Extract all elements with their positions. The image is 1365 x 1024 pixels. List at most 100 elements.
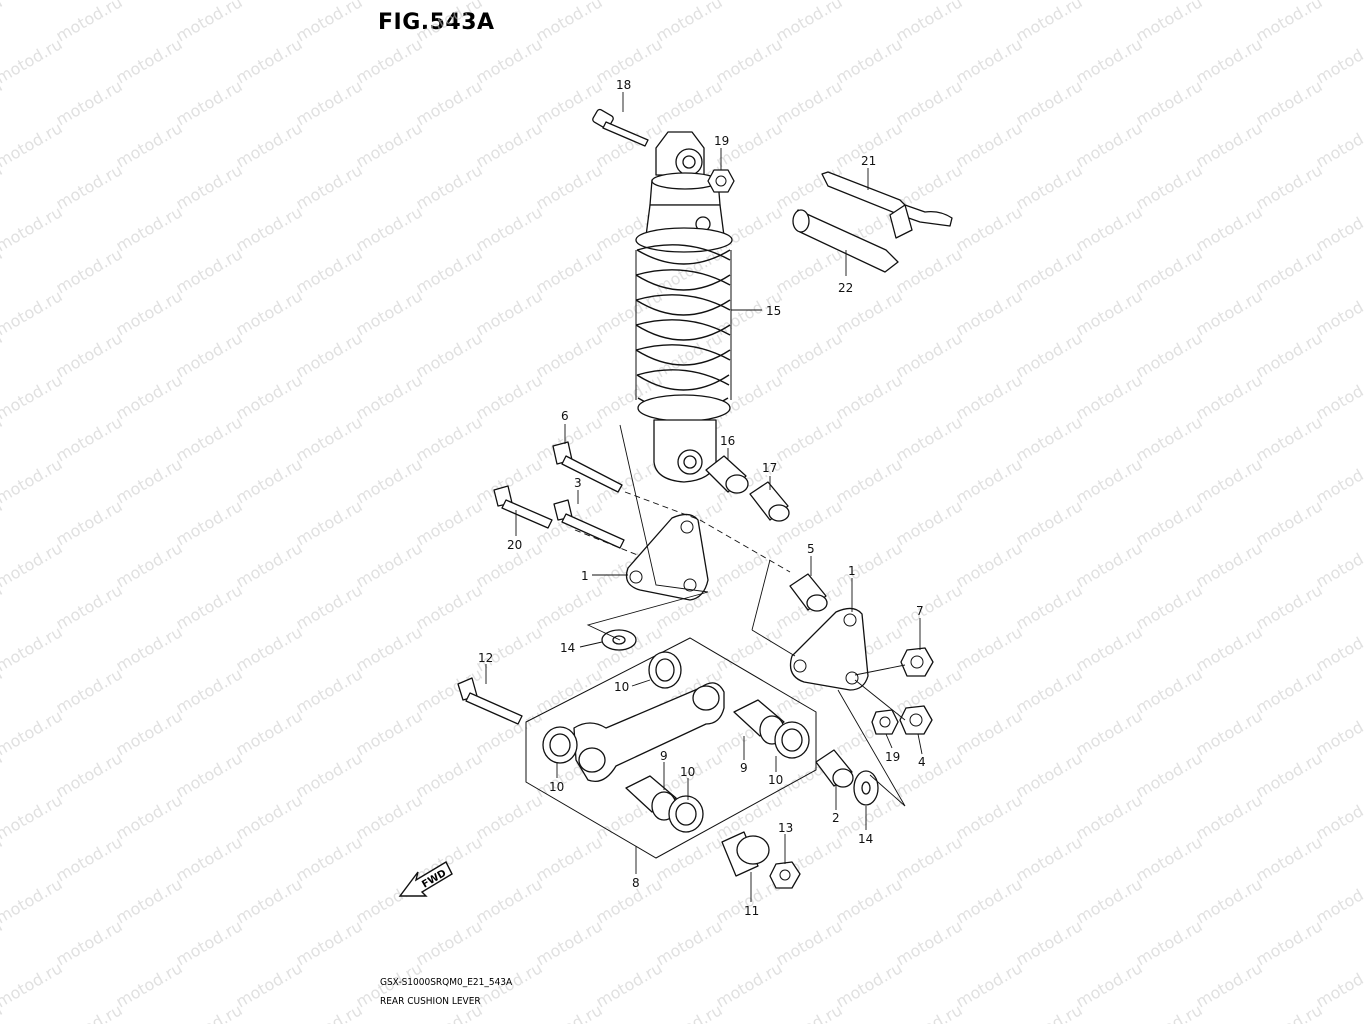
watermark-text: motod.ru: [1073, 958, 1146, 1011]
watermark-text: motod.ru: [293, 496, 366, 549]
watermark-text: motod.ru: [353, 706, 426, 759]
nut-19-top: [707, 169, 735, 193]
callout-19-top: 19: [714, 134, 729, 148]
watermark-text: motod.ru: [1313, 874, 1365, 927]
watermark-text: motod.ru: [53, 916, 126, 969]
watermark-text: motod.ru: [53, 1000, 126, 1024]
watermark-text: motod.ru: [833, 538, 906, 591]
watermark-text: motod.ru: [1013, 832, 1086, 885]
watermark-text: motod.ru: [233, 874, 306, 927]
watermark-text: motod.ru: [413, 580, 486, 633]
watermark-text: motod.ru: [953, 34, 1026, 87]
watermark-text: motod.ru: [713, 958, 786, 1011]
washer-14-right: [853, 770, 879, 806]
watermark-text: motod.ru: [173, 244, 246, 297]
watermark-text: motod.ru: [1193, 34, 1266, 87]
watermark-text: motod.ru: [1193, 958, 1266, 1011]
watermark-text: motod.ru: [1133, 748, 1206, 801]
callout-1-left: 1: [581, 569, 589, 583]
shock-absorber: [635, 131, 733, 483]
watermark-text: motod.ru: [953, 958, 1026, 1011]
watermark-text: motod.ru: [353, 0, 426, 3]
watermark-text: motod.ru: [233, 958, 306, 1011]
watermark-text: motod.ru: [53, 496, 126, 549]
collar-16: [705, 455, 749, 494]
watermark-text: motod.ru: [113, 958, 186, 1011]
watermark-text: motod.ru: [1073, 454, 1146, 507]
watermark-text: motod.ru: [833, 874, 906, 927]
watermark-text: motod.ru: [233, 118, 306, 171]
watermark-text: motod.ru: [113, 202, 186, 255]
watermark-text: motod.ru: [1193, 622, 1266, 675]
watermark-text: motod.ru: [593, 0, 666, 3]
watermark-text: motod.ru: [413, 244, 486, 297]
watermark-text: motod.ru: [1013, 0, 1086, 45]
watermark-text: motod.ru: [833, 34, 906, 87]
watermark-text: motod.ru: [1133, 244, 1206, 297]
watermark-text: motod.ru: [773, 1000, 846, 1024]
watermark-text: motod.ru: [1133, 496, 1206, 549]
watermark-text: motod.ru: [413, 412, 486, 465]
watermark-text: motod.ru: [1313, 958, 1365, 1011]
bushing-10-b: [542, 726, 578, 764]
watermark-text: motod.ru: [1013, 244, 1086, 297]
watermark-text: motod.ru: [1313, 370, 1365, 423]
watermark-text: motod.ru: [353, 622, 426, 675]
watermark-text: motod.ru: [1133, 1000, 1206, 1024]
watermark-text: motod.ru: [1073, 622, 1146, 675]
watermark-text: motod.ru: [473, 0, 546, 3]
watermark-text: motod.ru: [0, 1000, 6, 1024]
watermark-text: motod.ru: [1253, 664, 1326, 717]
watermark-text: motod.ru: [1193, 454, 1266, 507]
watermark-text: motod.ru: [53, 412, 126, 465]
callout-10-a: 10: [614, 680, 629, 694]
watermark-text: motod.ru: [293, 580, 366, 633]
watermark-text: motod.ru: [773, 916, 846, 969]
watermark-text: motod.ru: [893, 916, 966, 969]
watermark-text: motod.ru: [233, 538, 306, 591]
bolt-6: [552, 441, 623, 493]
watermark-text: motod.ru: [0, 958, 66, 1011]
watermark-text: motod.ru: [173, 0, 246, 45]
watermark-text: motod.ru: [1253, 76, 1326, 129]
watermark-text: motod.ru: [293, 76, 366, 129]
callout-16: 16: [720, 434, 735, 448]
watermark-text: motod.ru: [1073, 202, 1146, 255]
figure-title: FIG.543A: [378, 10, 495, 35]
watermark-text: motod.ru: [1313, 286, 1365, 339]
watermark-text: motod.ru: [653, 76, 726, 129]
fwd-arrow-icon: FWD: [398, 861, 453, 897]
watermark-text: motod.ru: [1253, 0, 1326, 45]
bolt-20: [493, 485, 553, 529]
watermark-text: motod.ru: [1253, 832, 1326, 885]
watermark-text: motod.ru: [893, 76, 966, 129]
watermark-text: motod.ru: [833, 0, 906, 3]
callout-8: 8: [632, 876, 640, 890]
watermark-text: motod.ru: [473, 118, 546, 171]
watermark-text: motod.ru: [1253, 580, 1326, 633]
watermark-text: motod.ru: [1313, 538, 1365, 591]
watermark-text: motod.ru: [1193, 370, 1266, 423]
watermark-text: motod.ru: [0, 0, 66, 3]
lever-group-outline: [525, 637, 817, 859]
watermark-text: motod.ru: [113, 622, 186, 675]
watermark-text: motod.ru: [773, 244, 846, 297]
watermark-text: motod.ru: [113, 706, 186, 759]
watermark-text: motod.ru: [1013, 76, 1086, 129]
watermark-text: motod.ru: [1013, 496, 1086, 549]
watermark-text: motod.ru: [893, 748, 966, 801]
watermark-text: motod.ru: [233, 286, 306, 339]
watermark-text: motod.ru: [1013, 1000, 1086, 1024]
watermark-text: motod.ru: [233, 370, 306, 423]
watermark-text: motod.ru: [473, 202, 546, 255]
watermark-text: motod.ru: [1253, 1000, 1326, 1024]
watermark-text: motod.ru: [953, 286, 1026, 339]
watermark-text: motod.ru: [533, 328, 606, 381]
watermark-text: motod.ru: [653, 0, 726, 45]
watermark-text: motod.ru: [1013, 664, 1086, 717]
watermark-text: motod.ru: [773, 76, 846, 129]
watermark-text: motod.ru: [1013, 328, 1086, 381]
watermark-text: motod.ru: [293, 244, 366, 297]
watermark-text: motod.ru: [0, 622, 66, 675]
watermark-text: motod.ru: [1133, 664, 1206, 717]
